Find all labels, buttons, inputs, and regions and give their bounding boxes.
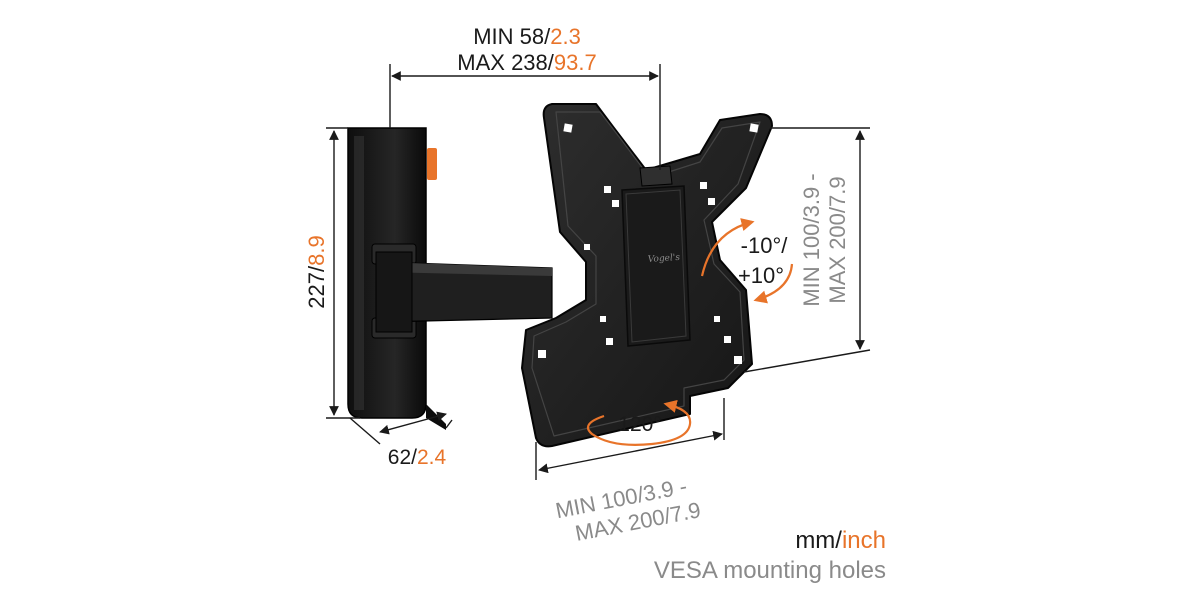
vesa-vertical-label: MIN 100/3.9 - MAX 200/7.9 xyxy=(799,173,850,306)
arm-extension-min: MIN 58/2.3 xyxy=(473,24,581,49)
vesa-plate: Vogel's xyxy=(521,103,773,448)
swivel-arrow-icon xyxy=(586,399,692,446)
swivel-label: 120° xyxy=(618,413,661,436)
vesa-vertical-line2: MAX 200/7.9 xyxy=(825,176,850,303)
level-indicator-icon xyxy=(427,148,437,180)
dimension-lines xyxy=(326,64,871,480)
svg-text:Vogel's: Vogel's xyxy=(648,253,681,265)
wall-plate-height-label: 227/8.9 xyxy=(304,235,329,308)
vesa-note: VESA mounting holes xyxy=(654,557,886,584)
tilt-label-line1: -10°/ xyxy=(741,233,789,258)
tilt-label-line2: +10° xyxy=(738,263,784,288)
tilt-up-arrow-icon xyxy=(700,218,755,277)
arm-extension-max: MAX 238/93.7 xyxy=(457,50,596,75)
unit-legend: mm/inch xyxy=(795,527,886,554)
wall-plate-width-label: 62/2.4 xyxy=(388,446,447,469)
mounting-holes xyxy=(538,123,759,364)
vesa-vertical-line1: MIN 100/3.9 - xyxy=(799,173,824,306)
swivel-arm xyxy=(371,243,553,339)
tilt-down-arrow-icon xyxy=(753,263,794,304)
rotation-arrows xyxy=(586,218,794,446)
vesa-horizontal-label: MIN 100/3.9 - MAX 200/7.9 xyxy=(553,473,702,546)
